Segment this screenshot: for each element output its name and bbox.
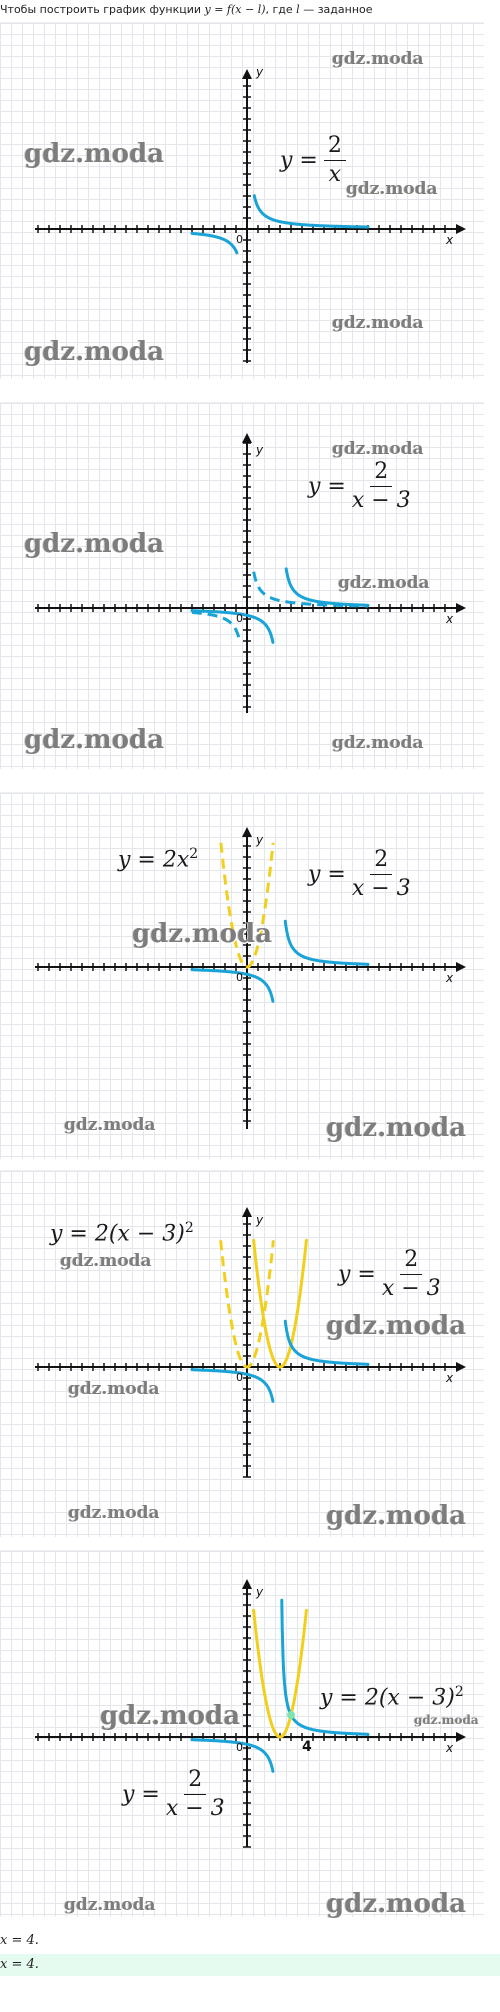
y-axis-label: y <box>256 443 264 457</box>
watermark: gdz.moda <box>64 1895 156 1915</box>
axis-ticks <box>37 85 446 362</box>
parabola-2-x-minus-3-squared <box>252 1238 308 1369</box>
watermark: gdz.moda <box>326 1501 467 1531</box>
intersection-point <box>287 1711 295 1719</box>
x-axis-arrow <box>456 603 466 613</box>
x-axis-arrow <box>456 1362 466 1372</box>
watermark: gdz.moda <box>326 1889 467 1919</box>
watermark: gdz.moda <box>332 49 424 69</box>
x-axis-label: x <box>446 1371 454 1385</box>
fraction-numerator: 2 <box>370 461 393 487</box>
y-axis-arrow <box>242 1579 252 1589</box>
watermark: gdz.moda <box>332 733 424 753</box>
watermark: gdz.moda <box>346 179 438 199</box>
fraction-numerator: 2 <box>184 1769 207 1795</box>
watermark: gdz.moda <box>24 725 165 755</box>
fraction-denominator: x <box>328 162 342 187</box>
watermark: gdz.moda <box>326 1113 467 1143</box>
equation-parabola: y = 2(x − 3)2 <box>50 1220 194 1247</box>
watermark: gdz.moda <box>100 1701 241 1731</box>
hyperbola-2-over-x-minus-3 <box>190 1598 370 1773</box>
y-axis-arrow <box>242 69 252 79</box>
fraction-numerator: 2 <box>370 849 393 875</box>
answer-line-highlighted: x = 4. <box>0 1954 500 1976</box>
x-axis-arrow <box>456 962 466 972</box>
watermark: gdz.moda <box>132 919 273 949</box>
graph-svg-4 <box>35 1207 466 1478</box>
watermark: gdz.moda <box>414 1713 479 1727</box>
watermark: gdz.moda <box>332 439 424 459</box>
fraction-denominator: x − 3 <box>351 876 411 901</box>
watermark: gdz.moda <box>64 1115 156 1135</box>
y-axis-arrow <box>242 1207 252 1217</box>
x-axis-label: x <box>446 971 454 985</box>
fraction-denominator: x − 3 <box>165 1796 225 1821</box>
origin-label: 0 <box>236 1371 243 1384</box>
graph-svg-3 <box>35 827 466 1129</box>
equation-parabola: y = 2(x − 3)2 <box>320 1684 464 1711</box>
axis-ticks <box>37 1223 446 1478</box>
y-axis-label: y <box>256 65 264 79</box>
watermark: gdz.moda <box>332 313 424 333</box>
hyperbola-2-over-x <box>190 194 370 255</box>
x-tick-4-label: 4 <box>302 1739 312 1755</box>
watermark: gdz.moda <box>24 337 165 367</box>
y-axis-arrow <box>242 827 252 837</box>
axis-ticks <box>37 845 446 1122</box>
x-axis-label: x <box>446 233 454 247</box>
y-axis-arrow <box>242 433 252 443</box>
y-axis-label: y <box>256 1585 264 1599</box>
fraction-numerator: 2 <box>323 135 346 161</box>
hyperbola-2-over-x-minus-3 <box>190 1319 370 1403</box>
watermark: gdz.moda <box>60 1251 152 1271</box>
fraction-denominator: x − 3 <box>351 488 411 513</box>
parabola-2x-squared <box>219 842 275 969</box>
x-axis-label: x <box>446 1741 454 1755</box>
x-axis-arrow <box>456 224 466 234</box>
y-axis-label: y <box>256 1213 264 1227</box>
watermark: gdz.moda <box>68 1503 160 1523</box>
origin-label: 0 <box>236 1741 243 1754</box>
watermark: gdz.moda <box>24 529 165 559</box>
watermark: gdz.moda <box>24 139 165 169</box>
fraction-numerator: 2 <box>400 1249 423 1275</box>
graph-svg-1 <box>35 69 466 363</box>
y-axis-label: y <box>256 833 264 847</box>
x-axis-arrow <box>456 1732 466 1742</box>
fraction-denominator: x − 3 <box>381 1276 441 1301</box>
parabola-2-x-minus-3-squared <box>252 1608 308 1739</box>
hyperbola-2-over-x-minus-3 <box>190 919 370 1003</box>
answer-line: x = 4. <box>0 1933 39 1948</box>
hyperbola-2-over-x-dashed <box>192 571 368 639</box>
origin-label: 0 <box>236 233 243 246</box>
hyperbola-2-over-x-minus-3 <box>190 567 370 644</box>
watermark: gdz.moda <box>338 573 430 593</box>
equation-parabola: y = 2x2 <box>118 846 199 873</box>
origin-label: 0 <box>236 971 243 984</box>
intro-text: Чтобы построить график функции y = f(x −… <box>0 3 373 16</box>
watermark: gdz.moda <box>326 1311 467 1341</box>
watermark: gdz.moda <box>68 1379 160 1399</box>
origin-label: 0 <box>236 612 243 625</box>
axis-ticks <box>37 442 446 708</box>
x-axis-label: x <box>446 612 454 626</box>
parabola-2x-squared-dashed <box>219 1240 275 1369</box>
graph-svg-5 <box>35 1579 466 1848</box>
graph-svg-2 <box>35 433 466 713</box>
